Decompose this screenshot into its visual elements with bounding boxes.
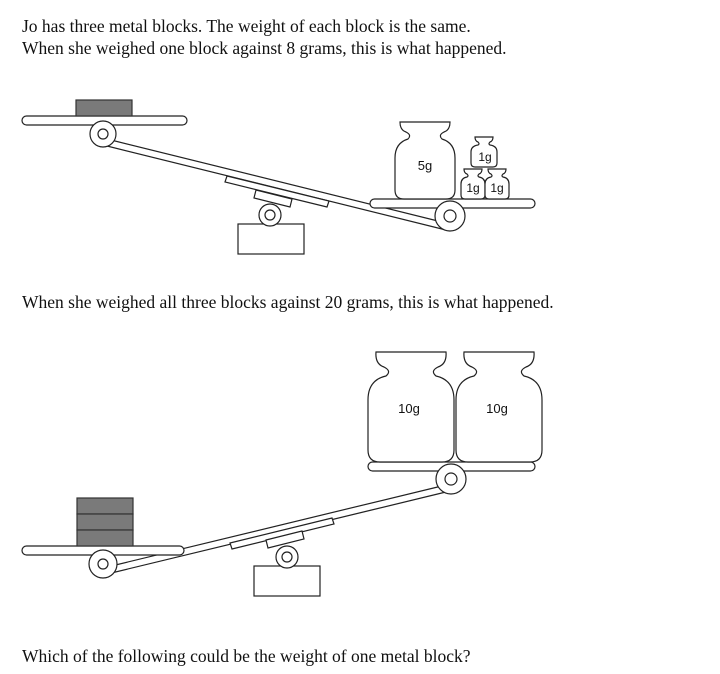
scale-1-1g-top-label: 1g <box>478 150 491 164</box>
scale-2-10g-right-label: 10g <box>486 401 508 416</box>
scale-2-10g-weight-left <box>367 351 455 463</box>
intro-line-1: Jo has three metal blocks. The weight of… <box>22 16 471 36</box>
scale-1-1g-left-label: 1g <box>466 181 479 195</box>
scale-2-metal-block-1 <box>76 497 134 515</box>
scale-1-5g-label: 5g <box>418 158 432 173</box>
middle-line: When she weighed all three blocks agains… <box>22 292 554 312</box>
scale-1 <box>21 99 536 255</box>
scale-1-1g-weight-left <box>460 168 486 200</box>
scale-1-5g-weight <box>394 121 456 200</box>
scale-2-pivot-plate <box>229 517 335 550</box>
scale-1-1g-weight-right <box>484 168 510 200</box>
scale-2-10g-weight-right <box>455 351 543 463</box>
scale-1-pivot-plate <box>224 175 330 208</box>
scale-2-labels: 10g 10g <box>398 401 508 416</box>
scale-1-metal-block <box>75 99 133 117</box>
scale-1-labels: 5g 1g 1g 1g <box>418 150 504 195</box>
scale-2 <box>21 351 543 597</box>
scale-2-metal-blocks <box>76 497 134 547</box>
intro-line-2: When she weighed one block against 8 gra… <box>22 38 507 58</box>
scale-1-1g-right-label: 1g <box>490 181 503 195</box>
scale-2-10g-left-label: 10g <box>398 401 420 416</box>
final-question: Which of the following could be the weig… <box>22 646 471 666</box>
scale-2-base <box>253 565 321 597</box>
scale-1-1g-weight-top <box>470 136 498 168</box>
scale-2-metal-block-2 <box>76 513 134 531</box>
scale-1-base <box>237 223 305 255</box>
scale-2-metal-block-3 <box>76 529 134 547</box>
